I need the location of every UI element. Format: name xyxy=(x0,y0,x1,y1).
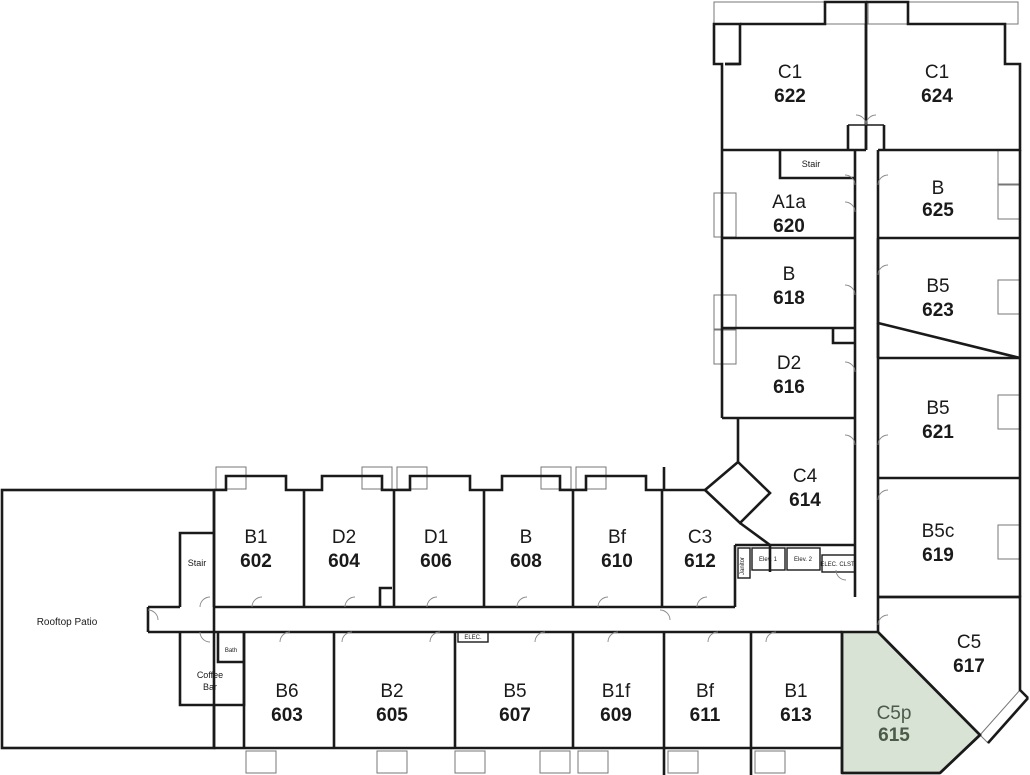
svg-text:614: 614 xyxy=(789,490,821,511)
svg-text:B5c: B5c xyxy=(922,521,955,542)
svg-text:621: 621 xyxy=(922,422,954,443)
room-607[interactable]: B5 607 xyxy=(499,681,531,726)
svg-text:616: 616 xyxy=(773,377,805,398)
svg-text:602: 602 xyxy=(240,551,272,572)
room-608[interactable]: B 608 xyxy=(510,527,542,572)
svg-text:620: 620 xyxy=(773,216,805,237)
svg-text:622: 622 xyxy=(774,86,806,107)
room-614[interactable]: C4 614 xyxy=(789,466,821,511)
room-623[interactable]: B5 623 xyxy=(922,276,954,321)
svg-text:610: 610 xyxy=(601,551,633,572)
room-613[interactable]: B1 613 xyxy=(780,681,812,726)
svg-text:607: 607 xyxy=(499,705,531,726)
svg-text:B: B xyxy=(783,264,796,285)
svg-text:A1a: A1a xyxy=(772,192,806,213)
svg-text:603: 603 xyxy=(271,705,303,726)
stair-north-label: Stair xyxy=(802,159,821,169)
svg-text:D2: D2 xyxy=(777,353,801,374)
svg-text:C1: C1 xyxy=(925,62,949,83)
svg-text:C5p: C5p xyxy=(877,703,912,724)
svg-text:619: 619 xyxy=(922,545,954,566)
janitor-label: Janitor xyxy=(740,557,746,575)
svg-text:617: 617 xyxy=(953,656,985,677)
svg-text:D1: D1 xyxy=(424,527,448,548)
room-labels: C1 622 C1 624 A1a 620 B 625 B 618 B5 623… xyxy=(240,62,985,746)
svg-text:C5: C5 xyxy=(957,632,981,653)
coffee-bar-label-1: Coffee xyxy=(197,670,223,680)
windows xyxy=(215,1,1029,774)
svg-text:611: 611 xyxy=(690,705,721,726)
room-625[interactable]: B 625 xyxy=(922,178,954,221)
rooftop-patio-label: Rooftop Patio xyxy=(37,617,98,628)
svg-text:B5: B5 xyxy=(503,681,526,702)
svg-text:612: 612 xyxy=(684,551,716,572)
svg-text:609: 609 xyxy=(600,705,632,726)
svg-text:623: 623 xyxy=(922,300,954,321)
svg-text:Bf: Bf xyxy=(696,681,715,702)
svg-text:B: B xyxy=(932,178,945,199)
svg-text:C1: C1 xyxy=(778,62,802,83)
room-616[interactable]: D2 616 xyxy=(773,353,805,398)
room-603[interactable]: B6 603 xyxy=(271,681,303,726)
room-602[interactable]: B1 602 xyxy=(240,527,272,572)
room-621[interactable]: B5 621 xyxy=(922,398,954,443)
elev-1-label: Elev. 1 xyxy=(759,557,778,563)
svg-text:605: 605 xyxy=(376,705,408,726)
doors xyxy=(147,114,889,643)
svg-text:604: 604 xyxy=(328,551,360,572)
svg-text:C3: C3 xyxy=(688,527,712,548)
svg-text:D2: D2 xyxy=(332,527,356,548)
room-615[interactable]: C5p 615 xyxy=(877,703,912,746)
room-620[interactable]: A1a 620 xyxy=(772,192,806,237)
svg-text:B2: B2 xyxy=(380,681,403,702)
room-612[interactable]: C3 612 xyxy=(684,527,716,572)
svg-text:625: 625 xyxy=(922,200,954,221)
room-617[interactable]: C5 617 xyxy=(953,632,985,677)
room-618[interactable]: B 618 xyxy=(773,264,805,309)
elec-corridor-label: ELEC. xyxy=(464,635,482,641)
svg-text:606: 606 xyxy=(420,551,452,572)
svg-text:B1f: B1f xyxy=(602,681,631,702)
room-610[interactable]: Bf 610 xyxy=(601,527,633,572)
room-622[interactable]: C1 622 xyxy=(774,62,806,107)
svg-text:615: 615 xyxy=(878,725,910,746)
room-605[interactable]: B2 605 xyxy=(376,681,408,726)
room-619[interactable]: B5c 619 xyxy=(922,521,955,566)
svg-text:C4: C4 xyxy=(793,466,818,487)
elev-2-label: Elev. 2 xyxy=(794,557,813,563)
svg-text:608: 608 xyxy=(510,551,542,572)
bath-label: Bath xyxy=(225,648,237,654)
stair-west-label: Stair xyxy=(188,558,207,568)
misc-labels: Rooftop Patio Stair Stair Coffee Bar Bat… xyxy=(37,159,856,692)
svg-text:B5: B5 xyxy=(926,398,949,419)
room-611[interactable]: Bf 611 xyxy=(690,681,721,726)
svg-text:Bf: Bf xyxy=(608,527,627,548)
room-624[interactable]: C1 624 xyxy=(921,62,953,107)
room-604[interactable]: D2 604 xyxy=(328,527,360,572)
svg-text:618: 618 xyxy=(773,288,805,309)
svg-text:B5: B5 xyxy=(926,276,949,297)
svg-text:624: 624 xyxy=(921,86,953,107)
svg-text:B6: B6 xyxy=(275,681,298,702)
svg-text:B: B xyxy=(520,527,533,548)
coffee-bar-label-2: Bar xyxy=(203,682,217,692)
svg-text:B1: B1 xyxy=(244,527,267,548)
svg-text:B1: B1 xyxy=(784,681,807,702)
room-609[interactable]: B1f 609 xyxy=(600,681,632,726)
svg-text:613: 613 xyxy=(780,705,812,726)
elec-clst-label: ELEC. CLST. xyxy=(820,562,856,568)
room-606[interactable]: D1 606 xyxy=(420,527,452,572)
